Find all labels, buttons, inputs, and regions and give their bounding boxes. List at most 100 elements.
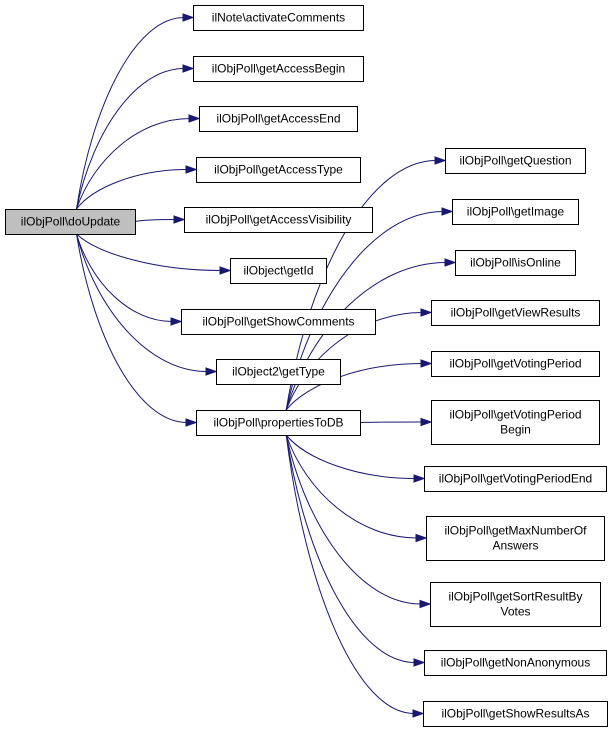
node-label: ilObjPoll\getAccessEnd <box>216 112 340 126</box>
edge-root-n6 <box>76 233 222 271</box>
node-box <box>452 199 579 225</box>
edge-arrowhead <box>434 156 447 165</box>
node-box <box>424 466 607 492</box>
node-box <box>431 351 600 377</box>
function-node[interactable]: ilObjPoll\getAccessBegin <box>193 56 364 82</box>
function-node[interactable]: ilNote\activateComments <box>193 5 364 31</box>
function-node[interactable]: ilObjPoll\getViewResults <box>431 300 600 326</box>
edge-arrowhead <box>413 658 426 667</box>
node-box <box>196 157 361 183</box>
function-node[interactable]: ilObjPoll\isOnline <box>455 250 576 276</box>
edge-root-n8 <box>76 233 208 372</box>
edge-n9-m9 <box>285 434 422 605</box>
function-node[interactable]: ilObjPoll\getAccessVisibility <box>184 207 373 233</box>
edge-n9-m11 <box>285 434 415 714</box>
nodes-layer: ilObjPoll\doUpdate ilNote\activateComment… <box>5 5 608 727</box>
edge-arrowhead <box>420 359 433 368</box>
edge-arrowhead <box>420 417 433 427</box>
node-label: ilObjPoll\getImage <box>467 205 565 219</box>
node-box <box>430 582 601 627</box>
edge-n9-m3 <box>285 262 447 411</box>
node-box <box>196 410 361 436</box>
edge-arrowhead <box>441 207 454 216</box>
node-label: ilObjPoll\getMaxNumberOf <box>444 524 587 538</box>
edge-n9-m4 <box>285 312 423 411</box>
edge-arrowhead <box>413 474 426 483</box>
edge-root-n5 <box>134 219 176 222</box>
node-label: Votes <box>500 605 530 619</box>
node-box <box>199 106 358 132</box>
edge-arrowhead <box>219 266 232 275</box>
edge-root-n1 <box>76 17 185 210</box>
node-label: ilObjPoll\getNonAnonymous <box>441 656 590 670</box>
function-node[interactable]: ilObject\getId <box>230 258 327 284</box>
node-label: ilObjPoll\getSortResultBy <box>448 590 582 604</box>
root-node[interactable]: ilObjPoll\doUpdate <box>5 209 136 235</box>
function-node[interactable]: ilObject2\getType <box>216 359 341 385</box>
edge-arrowhead <box>419 599 432 609</box>
function-node[interactable]: ilObjPoll\getVotingPeriod <box>431 351 600 377</box>
node-label: ilObjPoll\getVotingPeriod <box>449 408 581 422</box>
node-box <box>455 250 576 276</box>
edge-arrowhead <box>205 367 218 376</box>
node-box <box>181 309 376 335</box>
node-label: ilObjPoll\getAccessType <box>214 163 343 177</box>
edge-arrowhead <box>173 215 186 224</box>
edge-arrowhead <box>170 317 183 326</box>
node-label: Answers <box>492 539 538 553</box>
node-box <box>193 56 364 82</box>
node-label: Begin <box>500 423 531 437</box>
edge-arrowhead <box>182 13 195 22</box>
node-label: ilObjPoll\getAccessVisibility <box>206 213 352 227</box>
node-label: ilObjPoll\getVotingPeriodEnd <box>439 472 592 486</box>
node-box <box>445 148 586 174</box>
edge-n9-m10 <box>285 434 416 663</box>
edge-arrowhead <box>182 64 195 73</box>
node-label: ilObjPoll\getShowResultsAs <box>441 707 589 721</box>
node-label: ilNote\activateComments <box>212 11 345 25</box>
node-box <box>431 400 600 445</box>
edge-n9-m7 <box>285 434 416 479</box>
function-node[interactable]: ilObjPoll\getImage <box>452 199 579 225</box>
edge-arrowhead <box>185 165 198 174</box>
function-node[interactable]: ilObjPoll\propertiesToDB <box>196 410 361 436</box>
function-node[interactable]: ilObjPoll\getShowComments <box>181 309 376 335</box>
edge-n9-m1 <box>285 160 437 411</box>
function-node[interactable]: ilObjPoll\getVotingPeriodEnd <box>424 466 607 492</box>
node-label: ilObjPoll\getViewResults <box>451 306 581 320</box>
function-node[interactable]: ilObjPoll\getAccessType <box>196 157 361 183</box>
edge-n9-m6 <box>359 421 423 423</box>
edge-n9-m8 <box>285 434 418 539</box>
edge-root-n3 <box>76 118 191 210</box>
function-node[interactable]: ilObjPoll\getAccessEnd <box>199 106 358 132</box>
node-box <box>216 359 341 385</box>
edge-arrowhead <box>415 533 428 543</box>
edge-arrowhead <box>444 258 457 267</box>
node-label: ilObjPoll\getShowComments <box>202 315 354 329</box>
function-node[interactable]: ilObjPoll\getNonAnonymous <box>424 650 607 676</box>
node-box <box>423 701 608 727</box>
function-node[interactable]: ilObjPoll\getQuestion <box>445 148 586 174</box>
node-box <box>426 516 605 561</box>
node-label: ilObjPoll\isOnline <box>470 256 561 270</box>
node-label: ilObject\getId <box>243 264 313 278</box>
edge-root-n7 <box>76 233 173 322</box>
node-box <box>431 300 600 326</box>
node-label: ilObjPoll\getAccessBegin <box>212 62 345 76</box>
edge-arrowhead <box>188 114 201 123</box>
edge-arrowhead <box>185 418 198 427</box>
node-label: ilObjPoll\propertiesToDB <box>213 416 343 430</box>
edge-arrowhead <box>420 308 433 317</box>
node-box <box>184 207 373 233</box>
function-node[interactable]: ilObjPoll\getShowResultsAs <box>423 701 608 727</box>
node-label: ilObjPoll\getQuestion <box>459 154 571 168</box>
edge-root-n2 <box>76 68 185 210</box>
edge-root-n9 <box>76 233 188 423</box>
node-label: ilObjPoll\getVotingPeriod <box>449 357 581 371</box>
edge-root-n4 <box>76 169 188 210</box>
node-box <box>230 258 327 284</box>
